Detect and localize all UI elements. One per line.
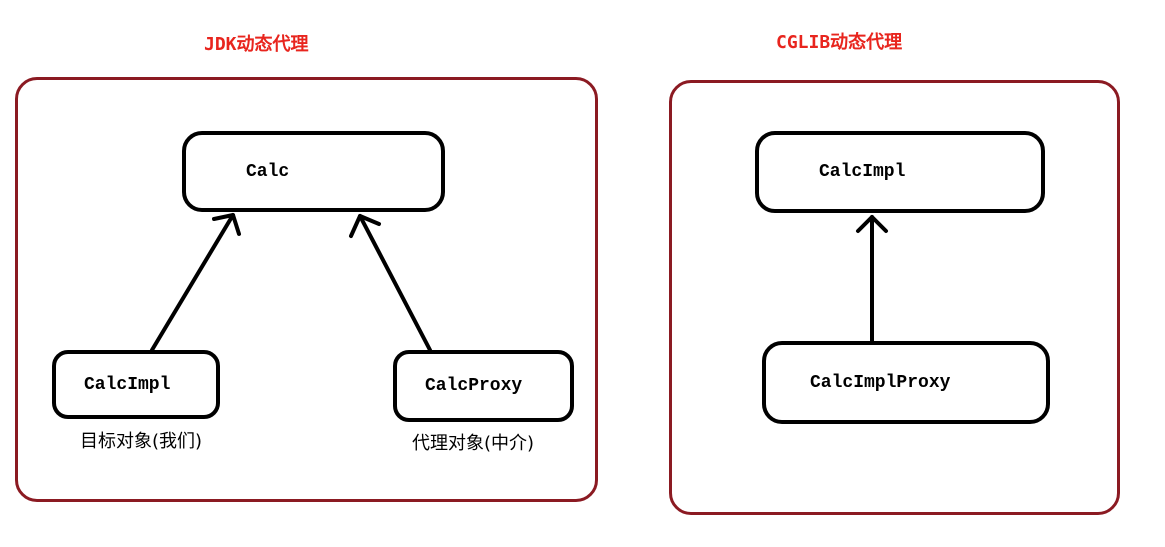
arrow-calc-impl-to-calc bbox=[150, 213, 241, 352]
arrow-calc-proxy-to-calc bbox=[349, 214, 432, 352]
arrow-calc-impl-proxy-to-calc-impl bbox=[856, 215, 888, 343]
cglib-panel-frame bbox=[669, 80, 1120, 515]
jdk-panel-frame bbox=[15, 77, 598, 502]
jdk-proxy-object-caption: 代理对象(中介) bbox=[412, 433, 535, 454]
jdk-calc-impl-node: CalcImpl bbox=[52, 350, 220, 419]
jdk-panel-title: JDK动态代理 bbox=[204, 34, 309, 55]
jdk-calc-proxy-label: CalcProxy bbox=[425, 376, 523, 396]
jdk-calc-interface-label: Calc bbox=[246, 161, 290, 182]
jdk-target-object-caption: 目标对象(我们) bbox=[80, 431, 203, 452]
cglib-panel-title: CGLIB动态代理 bbox=[776, 32, 903, 53]
jdk-calc-interface-node: Calc bbox=[182, 131, 445, 212]
cglib-calc-impl-proxy-node: CalcImplProxy bbox=[762, 341, 1050, 424]
jdk-calc-proxy-node: CalcProxy bbox=[393, 350, 574, 422]
jdk-calc-impl-label: CalcImpl bbox=[84, 374, 171, 395]
cglib-calc-impl-label: CalcImpl bbox=[819, 162, 906, 182]
cglib-calc-impl-proxy-label: CalcImplProxy bbox=[810, 372, 951, 393]
cglib-calc-impl-node: CalcImpl bbox=[755, 131, 1045, 213]
